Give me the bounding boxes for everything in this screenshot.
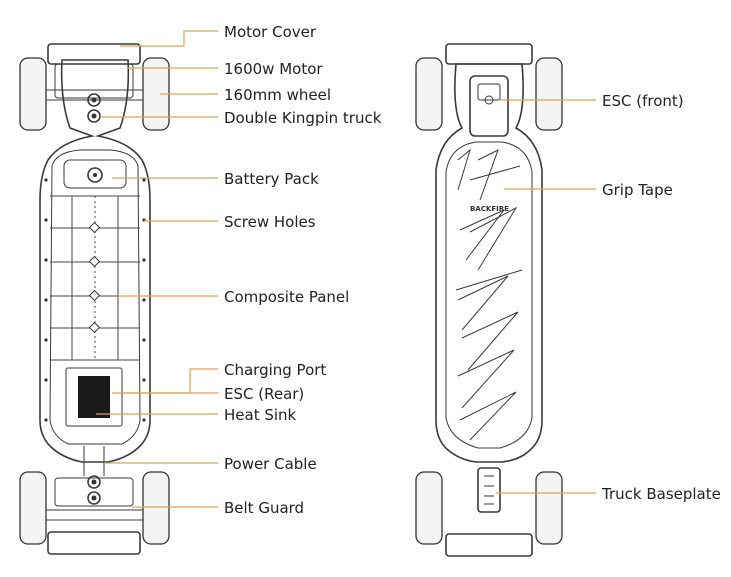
front-motor-housing xyxy=(54,63,134,99)
callout-power-cable: Power Cable xyxy=(224,455,317,473)
power-cable xyxy=(83,446,105,476)
callout-grip-tape: Grip Tape xyxy=(602,181,673,199)
right-deck-outline xyxy=(435,63,543,463)
callout-truck-baseplate: Truck Baseplate xyxy=(601,485,721,503)
battery-pack-cap xyxy=(63,159,127,189)
right-front-right-wheel xyxy=(535,57,563,131)
left-leader-lines xyxy=(96,30,218,508)
rear-left-wheel xyxy=(19,471,47,545)
front-kingpin-1 xyxy=(87,93,101,107)
esc-front-housing xyxy=(469,75,509,137)
screw-holes-dots xyxy=(44,178,146,422)
callout-heat-sink: Heat Sink xyxy=(224,406,297,424)
left-deck-outline xyxy=(39,59,151,463)
composite-panel-grid xyxy=(50,195,140,361)
callout-belt-guard: Belt Guard xyxy=(224,499,304,517)
callout-esc-front: ESC (front) xyxy=(602,92,684,110)
heat-sink-block xyxy=(78,376,110,418)
grip-tape-pattern xyxy=(455,148,523,441)
callout-charging-port: Charging Port xyxy=(224,361,326,379)
right-board-top: BACKFIRE xyxy=(415,43,563,557)
callout-motor: 1600w Motor xyxy=(224,60,323,78)
rear-motor-housing xyxy=(54,477,134,507)
callout-screw-holes: Screw Holes xyxy=(224,213,316,231)
belt-guard-shape xyxy=(47,531,141,555)
front-kingpin-2 xyxy=(87,109,101,123)
right-leader-lines xyxy=(496,99,596,494)
callout-truck: Double Kingpin truck xyxy=(224,109,382,127)
callout-composite-panel: Composite Panel xyxy=(224,288,349,306)
left-board-underside xyxy=(19,43,170,555)
callout-motor-cover: Motor Cover xyxy=(224,23,317,41)
callout-esc-rear: ESC (Rear) xyxy=(224,385,304,403)
rear-right-wheel xyxy=(142,471,170,545)
right-rear-right-wheel xyxy=(535,471,563,545)
front-left-wheel xyxy=(19,57,47,131)
truck-baseplate xyxy=(477,467,501,513)
brand-mark: BACKFIRE xyxy=(470,205,509,213)
callout-battery-pack: Battery Pack xyxy=(224,170,319,188)
right-front-left-wheel xyxy=(415,57,443,131)
callout-wheel: 160mm wheel xyxy=(224,86,331,104)
right-rear-left-wheel xyxy=(415,471,443,545)
battery-indicator xyxy=(87,167,103,183)
